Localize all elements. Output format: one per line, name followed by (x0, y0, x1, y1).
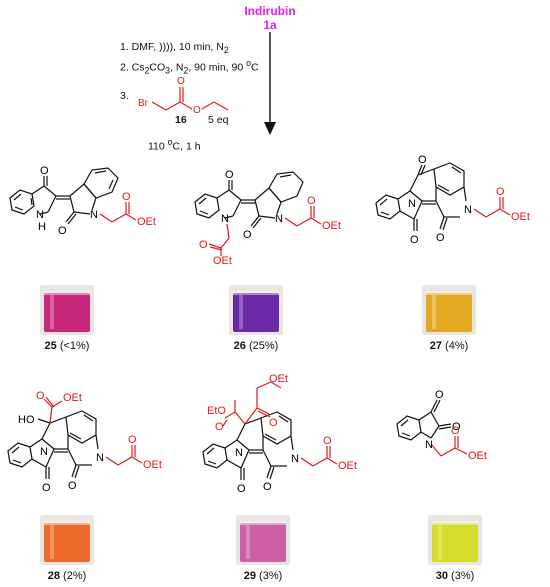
caption-28: 28 (2%) (47, 570, 87, 582)
atom-label: N (90, 209, 98, 221)
vial-liquid (240, 523, 286, 562)
reagent-eq: 5 eq (208, 114, 229, 126)
bromine-label: Br (138, 98, 149, 109)
atom-label: OEt (63, 392, 82, 404)
oxygen-label: O (177, 76, 185, 87)
structure-28: O OEt HO N O O N O OEt (7, 390, 162, 494)
atom-label: O (410, 234, 419, 246)
atom-label: N (40, 446, 48, 458)
reagent-16-structure: Br O O (138, 76, 229, 116)
vial-25 (40, 285, 94, 335)
atom-label: O (215, 421, 224, 433)
atom-label: O (42, 482, 51, 494)
vial-liquid (44, 523, 90, 562)
atom-label: N (425, 439, 433, 451)
atom-label: O (243, 229, 252, 241)
atom-label: O (435, 389, 444, 401)
structure-26: O N O N O OEt O OEt (194, 169, 341, 265)
caption-25: 25 (<1%) (44, 340, 90, 352)
atom-label: N (235, 447, 243, 459)
vial-28 (40, 515, 94, 565)
atom-label: O (199, 239, 208, 251)
atom-label: OEt (269, 373, 288, 385)
vial-liquid (426, 293, 472, 332)
atom-label: N (291, 453, 299, 465)
atom-label: N (96, 452, 104, 464)
atom-label: O (269, 417, 278, 429)
caption-27: 27 (4%) (429, 340, 469, 352)
atom-label: O (36, 390, 45, 402)
atom-label: OEt (322, 220, 341, 232)
atom-label: O (418, 154, 427, 166)
atom-label: N (275, 213, 283, 225)
temperature: 110 oC, 1 h (148, 137, 201, 153)
atom-label: OEt (143, 459, 162, 471)
atom-label: O (58, 225, 67, 237)
atom-label: O (128, 434, 137, 446)
vial-30 (428, 515, 482, 565)
vial-26 (229, 285, 283, 335)
caption-26: 26 (25%) (233, 340, 279, 352)
vial-liquid (233, 293, 279, 332)
atom-label: O (40, 165, 49, 177)
reaction-arrow (264, 32, 276, 135)
atom-label: HO (18, 414, 35, 426)
atom-label: N (408, 198, 416, 210)
atom-label: O (225, 169, 234, 181)
vial-29 (236, 515, 290, 565)
caption-30: 30 (3%) (435, 570, 475, 582)
condition-step2: 2. Cs2CO3, N2, 90 min, 90 oC (120, 58, 259, 76)
atom-label: O (323, 435, 332, 447)
condition-step3: 3. (120, 90, 129, 102)
atom-label: OEt (511, 211, 530, 223)
start-name: Indirubin (244, 4, 296, 18)
atom-label: O (237, 483, 246, 495)
atom-label: OEt (137, 216, 156, 228)
structure-30: O O N O OEt (396, 389, 487, 462)
atom-label: N (464, 204, 472, 216)
atom-label: O (68, 480, 77, 492)
atom-label: OEt (338, 460, 357, 472)
atom-label: O (452, 421, 461, 433)
atom-label: EtO (207, 405, 226, 417)
atom-label: H (38, 221, 46, 233)
caption-29: 29 (3%) (243, 570, 283, 582)
atom-label: O (307, 195, 316, 207)
atom-label: O (496, 186, 505, 198)
start-id: 1a (263, 18, 277, 32)
reagent-id: 16 (175, 114, 187, 126)
structure-27: O N O O N O OEt (375, 154, 530, 246)
vial-liquid (44, 293, 90, 332)
vial-liquid (432, 523, 478, 562)
atom-label: O (122, 191, 131, 203)
atom-label: O (263, 481, 272, 493)
structure-25: O N H O N O OEt (9, 165, 156, 237)
structure-29: EtO O OEt O N O O N O OEt (202, 373, 357, 495)
vial-27 (422, 285, 476, 335)
atom-label: N (36, 209, 44, 221)
condition-step1: 1. DMF, )))), 10 min, N2 (120, 41, 229, 56)
atom-label: N (221, 213, 229, 225)
atom-label: O (436, 232, 445, 244)
atom-label: O (451, 425, 460, 437)
atom-label: OEt (468, 450, 487, 462)
oxygen-label: O (193, 105, 201, 116)
atom-label: OEt (213, 255, 232, 265)
